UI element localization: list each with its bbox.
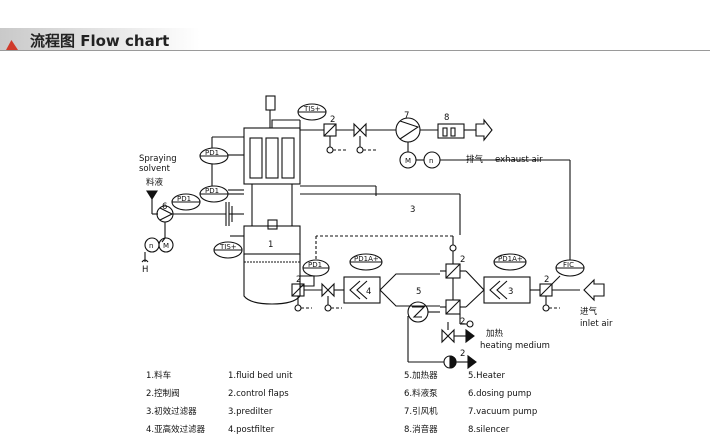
legend-cn2-4: 8.消音器 bbox=[404, 424, 438, 435]
legend-cn2-3: 7.引风机 bbox=[404, 406, 438, 417]
solvent-label: solvent bbox=[139, 164, 171, 174]
label-2b: 2 bbox=[296, 275, 301, 285]
pump-m-symbol: M bbox=[163, 242, 169, 250]
pd1-label-a: PD1 bbox=[205, 149, 219, 157]
legend-cn-1: 1.料车 bbox=[146, 370, 171, 381]
legend-en2-4: 8.silencer bbox=[468, 425, 510, 435]
h-label: H bbox=[142, 265, 148, 275]
legend-en2-1: 5.Heater bbox=[468, 371, 506, 381]
legend-cn-3: 3.初效过滤器 bbox=[146, 406, 197, 417]
pd1a-left-label: PD1A+ bbox=[354, 255, 379, 263]
tis-left-label: TIS+ bbox=[219, 243, 237, 251]
legend-en-4: 4.postfilter bbox=[228, 425, 275, 435]
header: 流程图 Flow chart bbox=[0, 0, 710, 60]
legend-cn2-1: 5.加热器 bbox=[404, 370, 438, 381]
label-7: 7 bbox=[404, 111, 409, 121]
legend-cn2-2: 6.料液泵 bbox=[404, 388, 438, 399]
label-3: 3 bbox=[410, 205, 415, 215]
fluid-bed-unit bbox=[243, 95, 301, 305]
pd1-label-b: PD1 bbox=[177, 195, 191, 203]
exhaust-en-label: exhaust air bbox=[495, 155, 543, 165]
inlet-air-label: inlet air bbox=[580, 319, 613, 329]
pd1-label-c: PD1 bbox=[205, 187, 219, 195]
tis-top-label: TIS+ bbox=[303, 105, 321, 113]
jinqi-label: 进气 bbox=[580, 306, 598, 317]
label-6: 6 bbox=[162, 202, 167, 212]
jiare-label: 加热 bbox=[486, 328, 504, 339]
legend: 1.料车 1.fluid bed unit 5.加热器 5.Heater 2.控… bbox=[146, 370, 537, 435]
liaoye-label: 料液 bbox=[146, 177, 164, 188]
fic-label: FIC bbox=[563, 261, 574, 269]
header-divider bbox=[0, 50, 710, 51]
heating-medium-label: heating medium bbox=[480, 341, 550, 351]
label-2a: 2 bbox=[330, 115, 335, 125]
pd1-label-d: PD1 bbox=[308, 261, 322, 269]
label-5: 5 bbox=[416, 287, 421, 297]
fan-n-symbol: n bbox=[429, 157, 433, 165]
label-8: 8 bbox=[444, 113, 449, 123]
legend-en-3: 3.prediIter bbox=[228, 407, 273, 417]
label-4: 4 bbox=[366, 287, 371, 297]
legend-en-2: 2.control flaps bbox=[228, 389, 289, 399]
legend-cn-4: 4.亚高效过滤器 bbox=[146, 424, 206, 435]
label-1: 1 bbox=[268, 240, 273, 250]
pump-n-symbol: n bbox=[149, 242, 153, 250]
label-3b: 3 bbox=[508, 287, 513, 297]
legend-en2-3: 7.vacuum pump bbox=[468, 407, 537, 417]
label-2c: 2 bbox=[460, 255, 465, 265]
spraying-label: Spraying bbox=[139, 154, 177, 164]
legend-cn-2: 2.控制阀 bbox=[146, 388, 180, 399]
legend-en-1: 1.fluid bed unit bbox=[228, 371, 293, 381]
legend-en2-2: 6.dosing pump bbox=[468, 389, 531, 399]
page-title: 流程图 Flow chart bbox=[30, 32, 170, 50]
label-2e: 2 bbox=[544, 275, 549, 285]
exhaust-cn-label: 排气 bbox=[466, 154, 484, 165]
header-accent-icon bbox=[6, 40, 18, 50]
pd1a-right-label: PD1A+ bbox=[498, 255, 523, 263]
label-2f: 2 bbox=[460, 349, 465, 359]
header-bar bbox=[0, 28, 200, 50]
fan-m-symbol: M bbox=[405, 157, 411, 165]
label-2d: 2 bbox=[460, 317, 465, 327]
